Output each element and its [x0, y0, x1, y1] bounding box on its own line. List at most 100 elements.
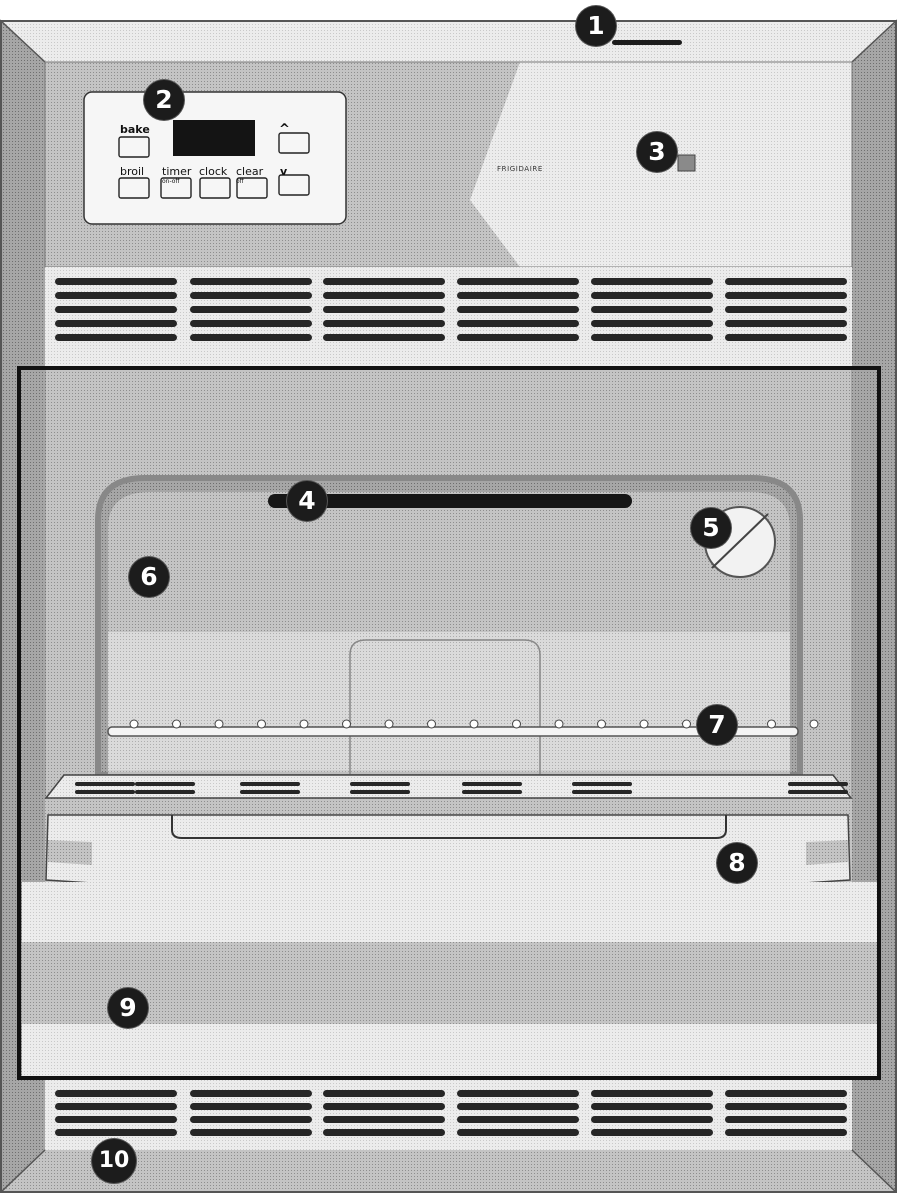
rack-bump [300, 720, 308, 728]
vent-slot [190, 306, 312, 313]
rack-bump [513, 720, 521, 728]
rack-bump [258, 720, 266, 728]
upper-vent-grille [45, 267, 852, 367]
vent-slot [190, 1103, 312, 1110]
clock-key-label: clock [199, 166, 227, 177]
rack-bump [555, 720, 563, 728]
vent-slot [350, 790, 410, 794]
vent-slot [725, 292, 847, 299]
vent-slot [457, 1129, 579, 1136]
vent-slot [190, 334, 312, 341]
oven-rack [108, 727, 798, 736]
vent-slot [725, 320, 847, 327]
lower-vent-grille [45, 1080, 852, 1150]
callout-6: 6 [129, 557, 169, 597]
vent-slot [190, 292, 312, 299]
vent-slot [323, 334, 445, 341]
callout-8: 8 [717, 843, 757, 883]
vent-slot [190, 320, 312, 327]
callout-2: 2 [144, 80, 184, 120]
vent-slot [591, 306, 713, 313]
callout-7: 7 [697, 705, 737, 745]
vent-slot [323, 1103, 445, 1110]
up-arrow-label: ^ [279, 124, 290, 135]
vent-slot [725, 1103, 847, 1110]
vent-slot [135, 782, 195, 786]
rack-bump [810, 720, 818, 728]
vent-slot [55, 1103, 177, 1110]
vent-slot [350, 782, 410, 786]
vent-slot [462, 782, 522, 786]
rack-bump [173, 720, 181, 728]
vent-slot [462, 790, 522, 794]
vent-slot [457, 334, 579, 341]
vent-slot [725, 1116, 847, 1123]
timer-key-label: timer [162, 166, 191, 177]
vent-slot [457, 278, 579, 285]
vent-slot [591, 1103, 713, 1110]
vent-slot [572, 790, 632, 794]
vent-slot [323, 278, 445, 285]
vent-slot [457, 292, 579, 299]
rack-bump [215, 720, 223, 728]
vent-slot [55, 1129, 177, 1136]
vent-slot [725, 1129, 847, 1136]
timer-key-sublabel: on-off [162, 179, 180, 185]
vent-slot [55, 320, 177, 327]
callout-3: 3 [637, 132, 677, 172]
vent-slot [788, 782, 848, 786]
rack-bump [683, 720, 691, 728]
vent-slot [725, 306, 847, 313]
vent-slot [55, 292, 177, 299]
rack-bump [598, 720, 606, 728]
rack-bump [130, 720, 138, 728]
vent-slot [457, 306, 579, 313]
vent-slot [457, 1116, 579, 1123]
vent-slot [190, 1129, 312, 1136]
vent-slot [55, 306, 177, 313]
vent-slot [55, 278, 177, 285]
vent-slot [190, 278, 312, 285]
callout-10: 10 [92, 1139, 136, 1183]
vent-slot [323, 1129, 445, 1136]
rack-bump [385, 720, 393, 728]
vent-slot [788, 790, 848, 794]
rack-bump [640, 720, 648, 728]
down-arrow-label: v [280, 166, 287, 177]
vent-slot [725, 1090, 847, 1097]
bake-key-label: bake [120, 124, 150, 135]
vent-slot [75, 782, 135, 786]
vent-slot [591, 1090, 713, 1097]
vent-slot [135, 790, 195, 794]
callout-9: 9 [108, 988, 148, 1028]
display-window [173, 120, 255, 156]
vent-slot [55, 334, 177, 341]
vent-slot [75, 790, 135, 794]
vent-slot [323, 1090, 445, 1097]
callout-1: 1 [576, 6, 616, 46]
vent-slot [323, 1116, 445, 1123]
brand-logo: FRIGIDAIRE [497, 165, 543, 173]
storage-drawer [22, 882, 879, 1076]
vent-slot [323, 306, 445, 313]
clear-key-label: clear [236, 166, 263, 177]
rack-bump [428, 720, 436, 728]
callout-5: 5 [691, 508, 731, 548]
oven-light-switch [678, 155, 695, 171]
rack-bump [343, 720, 351, 728]
vent-slot [572, 782, 632, 786]
vent-slot [190, 1090, 312, 1097]
vent-slot [591, 320, 713, 327]
vent-slot [323, 320, 445, 327]
vent-slot [190, 1116, 312, 1123]
rack-bump [470, 720, 478, 728]
broil-key-label: broil [120, 166, 144, 177]
electronic-oven-control [84, 92, 346, 224]
vent-slot [591, 278, 713, 285]
vent-slot [725, 334, 847, 341]
vent-slot [240, 782, 300, 786]
vent-slot [55, 1090, 177, 1097]
clear-key-sublabel: off [236, 179, 244, 185]
vent-slot [591, 334, 713, 341]
vent-slot [591, 292, 713, 299]
